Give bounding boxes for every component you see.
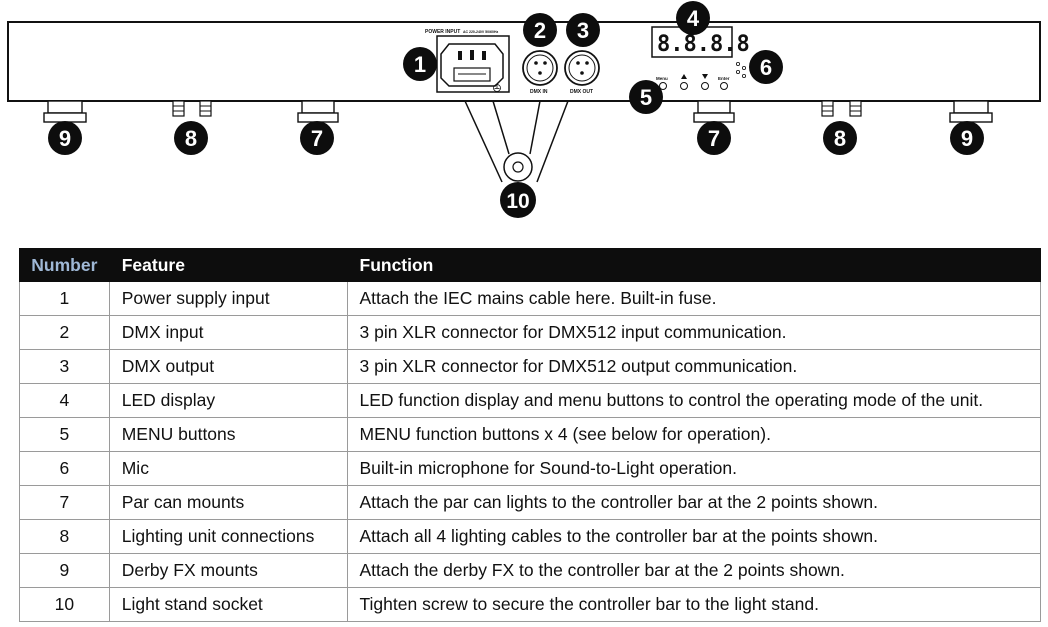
row-function: 3 pin XLR connector for DMX512 output co… [346,349,1041,384]
table-row: 9 Derby FX mounts Attach the derby FX to… [19,553,1041,588]
lighting-connection-left [172,100,212,117]
row-function: Tighten screw to secure the controller b… [346,587,1041,622]
header-number: Number [19,248,110,282]
down-triangle-icon [702,74,708,79]
row-feature: DMX output [108,349,348,384]
menu-button-label: Menu [656,76,668,81]
callout-1: 1 [403,47,437,81]
par-can-mount-left [297,100,339,123]
light-stand-bracket [464,100,569,183]
row-feature: Light stand socket [108,587,348,622]
callout-8-left: 8 [174,121,208,155]
row-number: 7 [19,485,110,520]
callout-4: 4 [676,1,710,35]
table-row: 10 Light stand socket Tighten screw to s… [19,587,1041,622]
row-number: 9 [19,553,110,588]
up-button[interactable] [680,82,688,90]
row-feature: LED display [108,383,348,418]
svg-text:1: 1 [414,52,426,77]
par-can-mount-right [693,100,735,123]
row-number: 10 [19,587,110,622]
svg-text:10: 10 [506,190,529,213]
svg-text:6: 6 [760,55,772,80]
callout-6: 6 [749,50,783,84]
row-feature: Par can mounts [108,485,348,520]
callout-8-right: 8 [823,121,857,155]
svg-text:8: 8 [185,126,197,151]
dmx-out-connector: DMX OUT [564,50,600,95]
row-feature: Lighting unit connections [108,519,348,554]
row-feature: Derby FX mounts [108,553,348,588]
callout-10: 10 [500,182,536,218]
row-number: 4 [19,383,110,418]
feature-table: Number Feature Function 1 Power supply i… [19,248,1041,622]
led-display-digits: 8.8.8.8 [657,32,750,57]
table-row: 7 Par can mounts Attach the par can ligh… [19,485,1041,520]
svg-text:2: 2 [534,18,546,43]
row-feature: DMX input [108,315,348,350]
table-header-row: Number Feature Function [19,248,1041,282]
row-function: LED function display and menu buttons to… [346,383,1041,418]
table-row: 6 Mic Built-in microphone for Sound-to-L… [19,451,1041,486]
enter-button-label: Enter [718,76,730,81]
row-function: Built-in microphone for Sound-to-Light o… [346,451,1041,486]
svg-text:3: 3 [577,18,589,43]
row-function: Attach the par can lights to the control… [346,485,1041,520]
callout-7-left: 7 [300,121,334,155]
led-display: 8.8.8.8 [651,26,750,58]
callout-5: 5 [629,80,663,114]
controller-bar-diagram: POWER INPUT AC 220-240V 50/60Hz DMX IN D… [7,1,1041,218]
callout-3: 3 [566,13,600,47]
row-feature: MENU buttons [108,417,348,452]
derby-fx-mount-right [949,100,993,123]
row-number: 8 [19,519,110,554]
dmx-in-connector: DMX IN [522,50,558,95]
table-row: 1 Power supply input Attach the IEC main… [19,281,1041,316]
microphone-holes [736,62,747,79]
row-number: 1 [19,281,110,316]
power-input-spec: AC 220-240V 50/60Hz [463,30,498,34]
power-input-label: POWER INPUT [425,29,460,35]
table-row: 8 Lighting unit connections Attach all 4… [19,519,1041,554]
enter-button[interactable] [720,82,728,90]
callout-9-left: 9 [48,121,82,155]
row-function: MENU function buttons x 4 (see below for… [346,417,1041,452]
lighting-connection-right [821,100,862,117]
row-number: 5 [19,417,110,452]
row-function: Attach all 4 lighting cables to the cont… [346,519,1041,554]
row-number: 6 [19,451,110,486]
table-row: 2 DMX input 3 pin XLR connector for DMX5… [19,315,1041,350]
ground-icon [493,84,501,92]
svg-text:8: 8 [834,126,846,151]
callout-7-right: 7 [697,121,731,155]
dmx-out-label: DMX OUT [570,89,593,95]
menu-buttons: Menu Enter [656,74,730,90]
svg-text:9: 9 [961,126,973,151]
svg-text:9: 9 [59,126,71,151]
row-number: 3 [19,349,110,384]
up-triangle-icon [681,74,687,79]
svg-text:5: 5 [640,85,652,110]
table-row: 5 MENU buttons MENU function buttons x 4… [19,417,1041,452]
down-button[interactable] [701,82,709,90]
table-row: 3 DMX output 3 pin XLR connector for DMX… [19,349,1041,384]
row-function: Attach the IEC mains cable here. Built-i… [346,281,1041,316]
power-input-socket: POWER INPUT AC 220-240V 50/60Hz [425,29,510,93]
svg-text:7: 7 [708,126,720,151]
row-feature: Mic [108,451,348,486]
row-feature: Power supply input [108,281,348,316]
callout-2: 2 [523,13,557,47]
derby-fx-mount-left [43,100,87,123]
menu-button[interactable] [659,82,667,90]
table-row: 4 LED display LED function display and m… [19,383,1041,418]
callout-9-right: 9 [950,121,984,155]
row-function: 3 pin XLR connector for DMX512 input com… [346,315,1041,350]
svg-text:4: 4 [687,6,700,31]
dmx-in-label: DMX IN [530,89,548,95]
header-function: Function [346,248,1041,282]
header-feature: Feature [108,248,348,282]
row-function: Attach the derby FX to the controller ba… [346,553,1041,588]
svg-text:7: 7 [311,126,323,151]
row-number: 2 [19,315,110,350]
